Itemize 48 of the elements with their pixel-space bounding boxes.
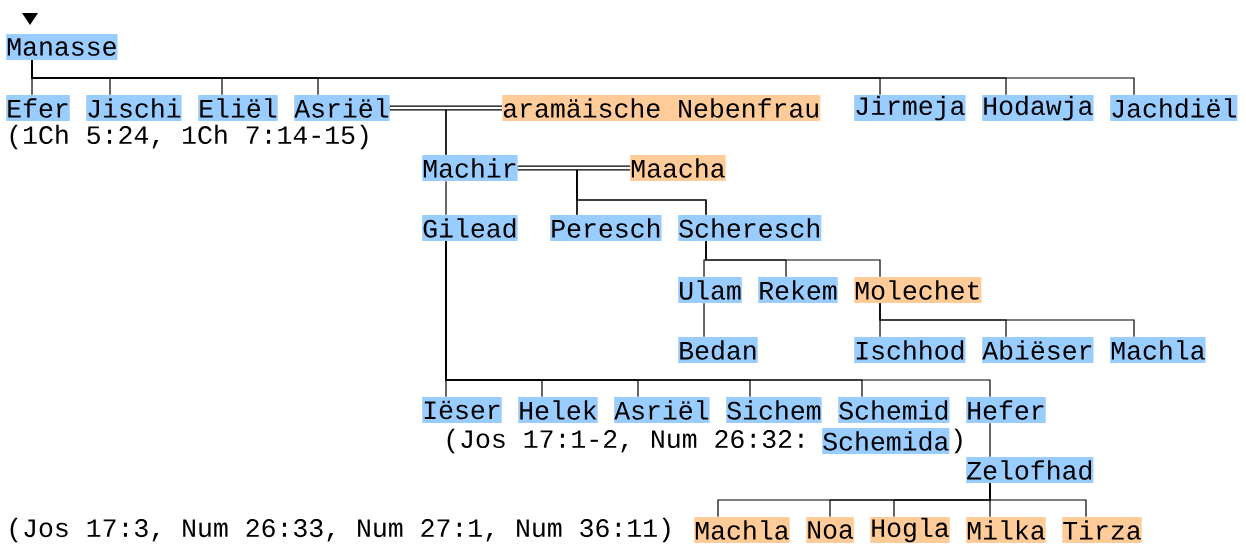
reference-note: (Jos 17:1-2, Num 26:32: <box>447 428 803 454</box>
name-box: Hogla <box>870 517 950 543</box>
name-box: Peresch <box>550 215 662 241</box>
family-line <box>989 422 991 458</box>
family-line <box>989 482 1087 518</box>
marriage-line <box>517 165 630 171</box>
name-box: Asriël <box>294 95 390 121</box>
name-box: Schemid <box>838 397 950 423</box>
name-box: Helek <box>518 397 598 423</box>
family-line <box>445 240 991 398</box>
name-box: Ischhod <box>854 337 966 363</box>
name-box: Ulam <box>678 277 742 303</box>
name-box: Jirmeja <box>854 95 966 121</box>
name-box: Sichem <box>726 397 822 423</box>
name-box: Maacha <box>630 155 726 181</box>
name-box: Milka <box>966 517 1046 543</box>
name-box: Iëser <box>422 397 502 423</box>
name-box: Scheresch <box>678 215 822 241</box>
name-box: Machla <box>694 517 790 543</box>
name-box: Schemida <box>822 428 950 454</box>
name-box: Machir <box>422 155 518 181</box>
reference-note: (Jos 17:3, Num 26:33, Num 27:1, Num 36:11) <box>10 517 670 543</box>
name-box: Jachdiël <box>1110 95 1238 121</box>
name-box: Tirza <box>1062 517 1142 543</box>
name-box: Abiëser <box>982 337 1094 363</box>
family-line <box>705 240 881 278</box>
name-box: Machla <box>1110 337 1206 363</box>
name-box: Efer <box>6 95 70 121</box>
reference-note: (1Ch 5:24, 1Ch 7:14-15) <box>10 124 368 150</box>
name-box: Molechet <box>854 277 982 303</box>
family-line <box>879 302 1135 338</box>
name-box: Gilead <box>422 215 518 241</box>
family-line <box>703 302 705 338</box>
reference-note: ) <box>954 428 962 454</box>
name-box: Zelofhad <box>966 457 1094 483</box>
name-box: Asriël <box>614 397 710 423</box>
name-box: Rekem <box>758 277 838 303</box>
name-box: Bedan <box>678 337 758 363</box>
name-box: Eliël <box>198 95 278 121</box>
name-box: Hodawja <box>982 95 1094 121</box>
name-box: aramäische Nebenfrau <box>502 95 821 121</box>
family-line <box>576 167 707 216</box>
name-box: Noa <box>806 517 854 543</box>
name-box: Manasse <box>6 34 118 60</box>
marriage-line <box>389 105 502 111</box>
name-box: Jischi <box>86 95 182 121</box>
name-box: Hefer <box>966 397 1046 423</box>
family-line <box>445 180 447 216</box>
